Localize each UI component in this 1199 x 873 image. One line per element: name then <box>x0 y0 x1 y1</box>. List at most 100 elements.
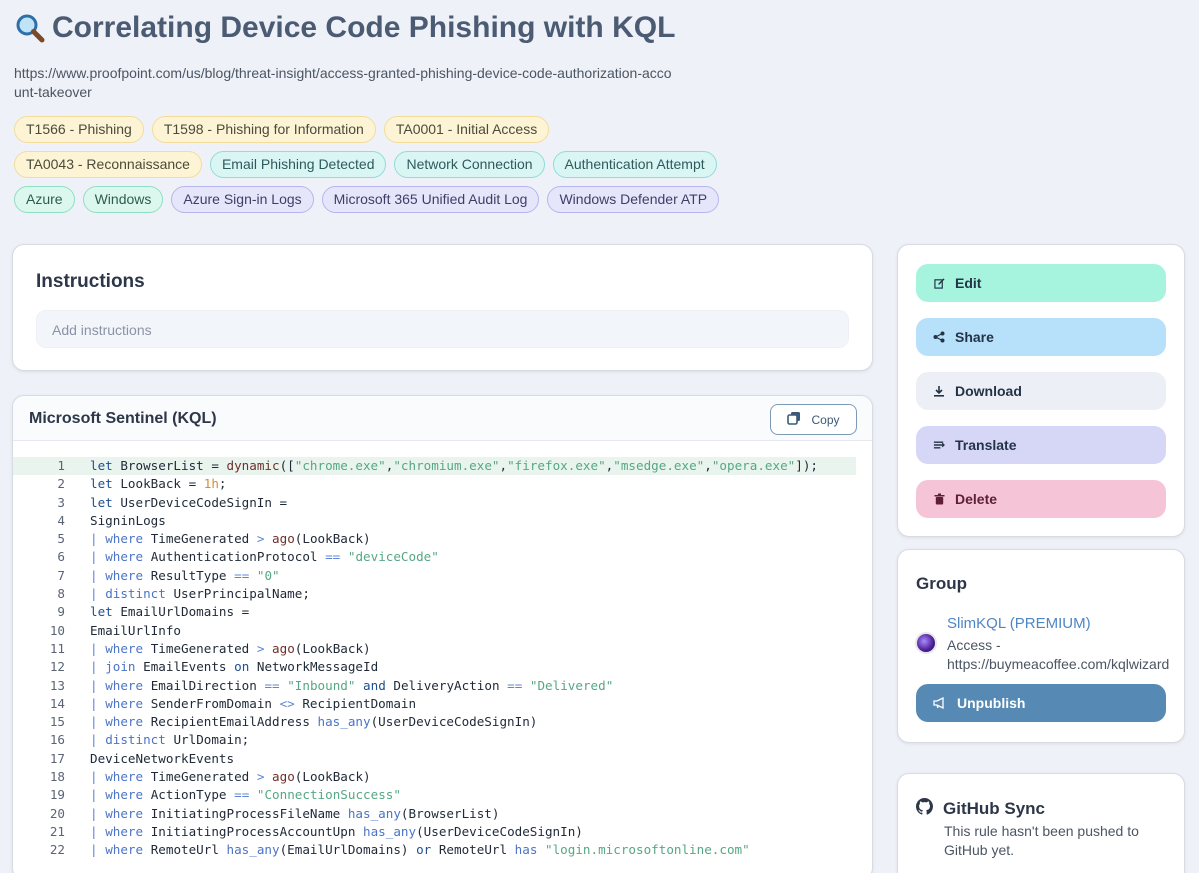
page-title-text: Correlating Device Code Phishing with KQ… <box>52 11 676 44</box>
code-text: | where RecipientEmailAddress has_any(Us… <box>90 714 538 730</box>
line-number: 17 <box>49 750 65 766</box>
delete-button[interactable]: Delete <box>916 480 1166 518</box>
translate-button[interactable]: Translate <box>916 426 1166 464</box>
tag-event[interactable]: Email Phishing Detected <box>209 151 387 178</box>
tag-datasource[interactable]: Azure Sign-in Logs <box>171 186 314 213</box>
tag-tactic[interactable]: TA0001 - Initial Access <box>383 116 550 143</box>
page-title: Correlating Device Code Phishing with KQ… <box>14 10 1184 46</box>
instructions-card: Instructions Add instructions <box>12 244 873 371</box>
code-line: 12 | join EmailEvents on NetworkMessageId <box>13 658 872 676</box>
unpublish-button[interactable]: Unpublish <box>916 684 1166 722</box>
tag-tactic[interactable]: TA0043 - Reconnaissance <box>14 151 202 178</box>
line-number: 14 <box>49 695 65 711</box>
github-sync-card: GitHub Sync This rule hasn't been pushed… <box>897 773 1185 873</box>
line-number: 5 <box>57 531 65 547</box>
line-number: 13 <box>49 677 65 693</box>
code-text: | where ActionType == "ConnectionSuccess… <box>90 787 401 803</box>
download-button[interactable]: Download <box>916 372 1166 410</box>
line-number: 11 <box>49 640 65 656</box>
code-text: let LookBack = 1h; <box>90 476 227 492</box>
source-url[interactable]: https://www.proofpoint.com/us/blog/threa… <box>14 65 672 100</box>
group-title: Group <box>916 574 967 593</box>
code-text: | where RemoteUrl has_any(EmailUrlDomain… <box>90 842 750 858</box>
code-text: | where TimeGenerated > ago(LookBack) <box>90 640 371 656</box>
code-line: 18 | where TimeGenerated > ago(LookBack) <box>13 768 872 786</box>
instructions-title: Instructions <box>36 271 145 292</box>
line-number: 6 <box>57 549 65 565</box>
actions-card: Edit Share Download Translate Delete <box>897 244 1185 537</box>
code-line: 19| where ActionType == "ConnectionSucce… <box>13 786 872 804</box>
code-text: let BrowserList = dynamic(["chrome.exe",… <box>90 458 818 473</box>
download-label: Download <box>955 383 1022 399</box>
code-text: | where InitiatingProcessFileName has_an… <box>90 805 500 821</box>
code-language: Microsoft Sentinel (KQL) <box>29 410 217 427</box>
line-number: 4 <box>57 512 65 528</box>
code-line: 8| distinct UserPrincipalName; <box>13 585 872 603</box>
code-text: let UserDeviceCodeSignIn = <box>90 494 288 510</box>
code-line: 14| where SenderFromDomain <> RecipientD… <box>13 695 872 713</box>
translate-label: Translate <box>955 437 1017 453</box>
code-line: 11 | where TimeGenerated > ago(LookBack) <box>13 640 872 658</box>
code-line: 21| where InitiatingProcessAccountUpn ha… <box>13 823 872 841</box>
code-text: | where EmailDirection == "Inbound" and … <box>90 677 614 693</box>
megaphone-icon <box>933 697 947 709</box>
share-button[interactable]: Share <box>916 318 1166 356</box>
copy-button[interactable]: Copy <box>770 404 857 435</box>
tag-datasource[interactable]: Microsoft 365 Unified Audit Log <box>321 186 540 213</box>
code-header: Microsoft Sentinel (KQL) Copy <box>13 396 872 441</box>
code-line: 2 let LookBack = 1h; <box>13 475 872 493</box>
code-text: EmailUrlInfo <box>90 622 181 638</box>
group-name-link[interactable]: SlimKQL (PREMIUM) <box>947 615 1091 632</box>
line-number: 7 <box>57 567 65 583</box>
code-text: | where TimeGenerated > ago(LookBack) <box>90 769 371 785</box>
group-description: Access - https://buymeacoffee.com/kqlwiz… <box>947 637 1170 672</box>
code-line: 5| where TimeGenerated > ago(LookBack) <box>13 530 872 548</box>
code-line: 20| where InitiatingProcessFileName has_… <box>13 805 872 823</box>
line-number: 9 <box>57 604 65 620</box>
github-sync-title: GitHub Sync <box>943 799 1046 818</box>
tag-event[interactable]: Network Connection <box>394 151 545 178</box>
tag-technique[interactable]: T1598 - Phishing for Information <box>151 116 376 143</box>
tag-platform[interactable]: Azure <box>14 186 75 213</box>
line-number: 10 <box>49 622 65 638</box>
tag-technique[interactable]: T1566 - Phishing <box>14 116 144 143</box>
edit-icon <box>933 277 945 289</box>
tag-platform[interactable]: Windows <box>82 186 164 213</box>
code-line: 17 DeviceNetworkEvents <box>13 750 872 768</box>
copy-icon <box>787 411 801 428</box>
code-text: | distinct UserPrincipalName; <box>90 586 310 602</box>
tag-event[interactable]: Authentication Attempt <box>552 151 717 178</box>
code-line: 13 | where EmailDirection == "Inbound" an… <box>13 677 872 695</box>
line-number: 22 <box>49 842 65 858</box>
share-icon <box>933 331 945 343</box>
code-line: 15 | where RecipientEmailAddress has_any(… <box>13 713 872 731</box>
line-number: 12 <box>49 659 65 675</box>
group-card: Group SlimKQL (PREMIUM) Access - https:/… <box>897 549 1185 743</box>
line-number: 1 <box>57 458 65 473</box>
translate-icon <box>933 439 945 451</box>
edit-button[interactable]: Edit <box>916 264 1166 302</box>
code-line: 7| where ResultType == "0" <box>13 567 872 585</box>
code-card: Microsoft Sentinel (KQL) Copy 1 let Brows… <box>12 395 873 873</box>
github-sync-status: This rule hasn't been pushed to GitHub y… <box>944 823 1139 858</box>
code-line: 4 SigninLogs <box>13 512 872 530</box>
line-number: 21 <box>49 823 65 839</box>
trash-icon <box>933 493 945 505</box>
code-text: DeviceNetworkEvents <box>90 750 235 766</box>
code-editor[interactable]: 1 let BrowserList = dynamic(["chrome.exe"… <box>13 457 872 860</box>
delete-label: Delete <box>955 491 998 507</box>
avatar <box>915 632 937 654</box>
tag-row: TA0043 - Reconnaissance Email Phishing D… <box>14 151 1184 178</box>
instructions-input[interactable]: Add instructions <box>36 310 849 348</box>
code-line: 10 EmailUrlInfo <box>13 622 872 640</box>
line-number: 2 <box>57 476 65 492</box>
share-label: Share <box>955 329 994 345</box>
github-sync-header: GitHub Sync <box>916 798 1045 820</box>
line-number: 18 <box>49 769 65 785</box>
line-number: 15 <box>49 714 65 730</box>
code-text: | join EmailEvents on NetworkMessageId <box>90 659 379 675</box>
tag-datasource[interactable]: Windows Defender ATP <box>547 186 720 213</box>
code-text: SigninLogs <box>90 512 166 528</box>
code-line: 1 let BrowserList = dynamic(["chrome.exe"… <box>13 457 856 476</box>
